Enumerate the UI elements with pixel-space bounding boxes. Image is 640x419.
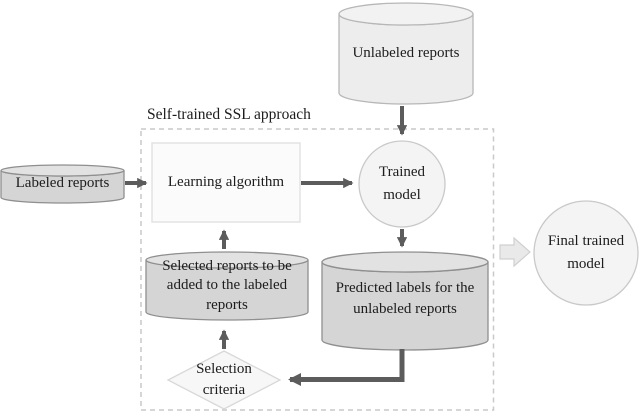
predicted-labels-cylinder <box>321 251 489 351</box>
ssl-approach-dashed-box <box>140 128 495 411</box>
unlabeled-reports-cylinder <box>338 2 474 105</box>
arrow-predicted-to-selection <box>288 349 405 386</box>
final-trained-model-circle <box>533 200 639 306</box>
trained-model-circle <box>358 140 446 228</box>
selected-reports-cylinder <box>145 251 309 321</box>
block-arrow-to-final-model <box>499 236 531 268</box>
labeled-reports-cylinder <box>0 164 125 204</box>
selection-criteria-diamond <box>166 350 282 410</box>
learning-algorithm-box <box>151 142 301 223</box>
